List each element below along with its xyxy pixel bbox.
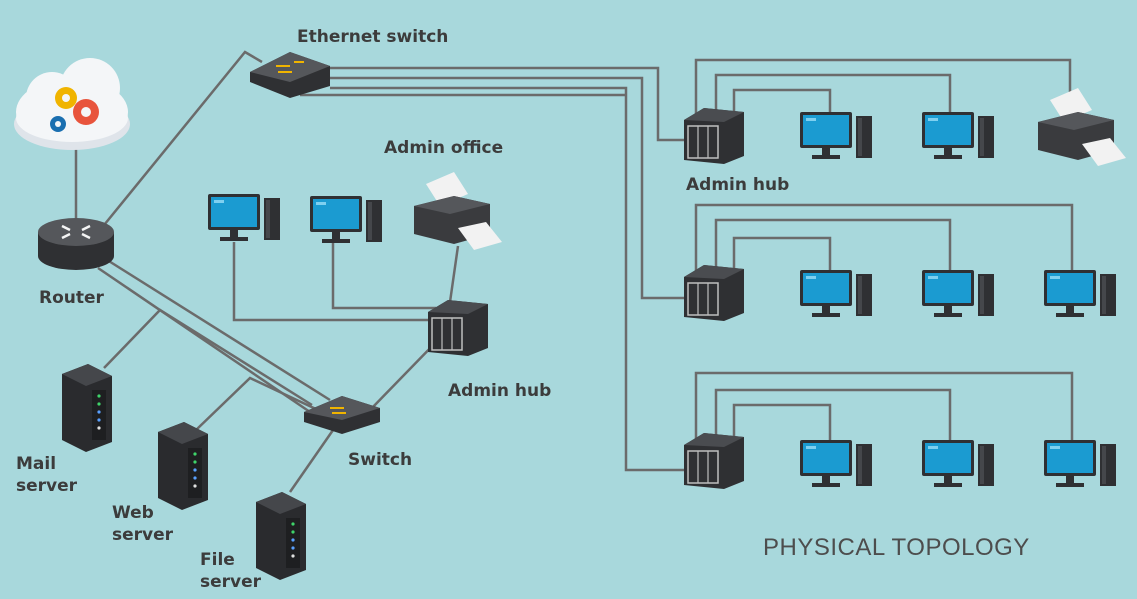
hub-icon <box>427 299 489 357</box>
switch-label: Switch <box>348 450 413 470</box>
web-server-label: Web server <box>112 503 174 545</box>
desktop-computer-icon <box>922 270 994 317</box>
admin-office-label: Admin office <box>384 138 504 158</box>
cloud-gears-icon <box>14 58 130 150</box>
ethernet-switch-label: Ethernet switch <box>297 27 449 47</box>
server-rack-icon <box>256 492 306 580</box>
hub-icon <box>683 432 745 490</box>
desktop-computer-icon <box>800 270 872 317</box>
desktop-computer-icon <box>800 440 872 487</box>
admin-hub-label: Admin hub <box>448 381 552 401</box>
cables <box>74 50 1074 493</box>
hub-icon <box>683 264 745 322</box>
diagram-title: PHYSICAL TOPOLOGY <box>763 534 1030 561</box>
desktop-computer-icon <box>208 194 280 241</box>
router-icon <box>38 218 114 270</box>
desktop-computer-icon <box>310 196 382 243</box>
desktop-computer-icon <box>800 112 872 159</box>
desktop-computer-icon <box>922 112 994 159</box>
printer-icon <box>414 172 502 250</box>
switch-icon <box>304 396 380 434</box>
mail-server-label: Mail server <box>16 454 78 496</box>
hub-icon <box>683 107 745 165</box>
server-rack-icon <box>158 422 208 510</box>
file-server-label: File server <box>200 550 262 592</box>
ethernet-switch-icon <box>250 52 330 98</box>
printer-icon <box>1038 88 1126 166</box>
desktop-computer-icon <box>1044 440 1116 487</box>
desktop-computer-icon <box>922 440 994 487</box>
desktop-computer-icon <box>1044 270 1116 317</box>
server-rack-icon <box>62 364 112 452</box>
router-label: Router <box>39 288 104 308</box>
admin-hub-label: Admin hub <box>686 175 790 195</box>
